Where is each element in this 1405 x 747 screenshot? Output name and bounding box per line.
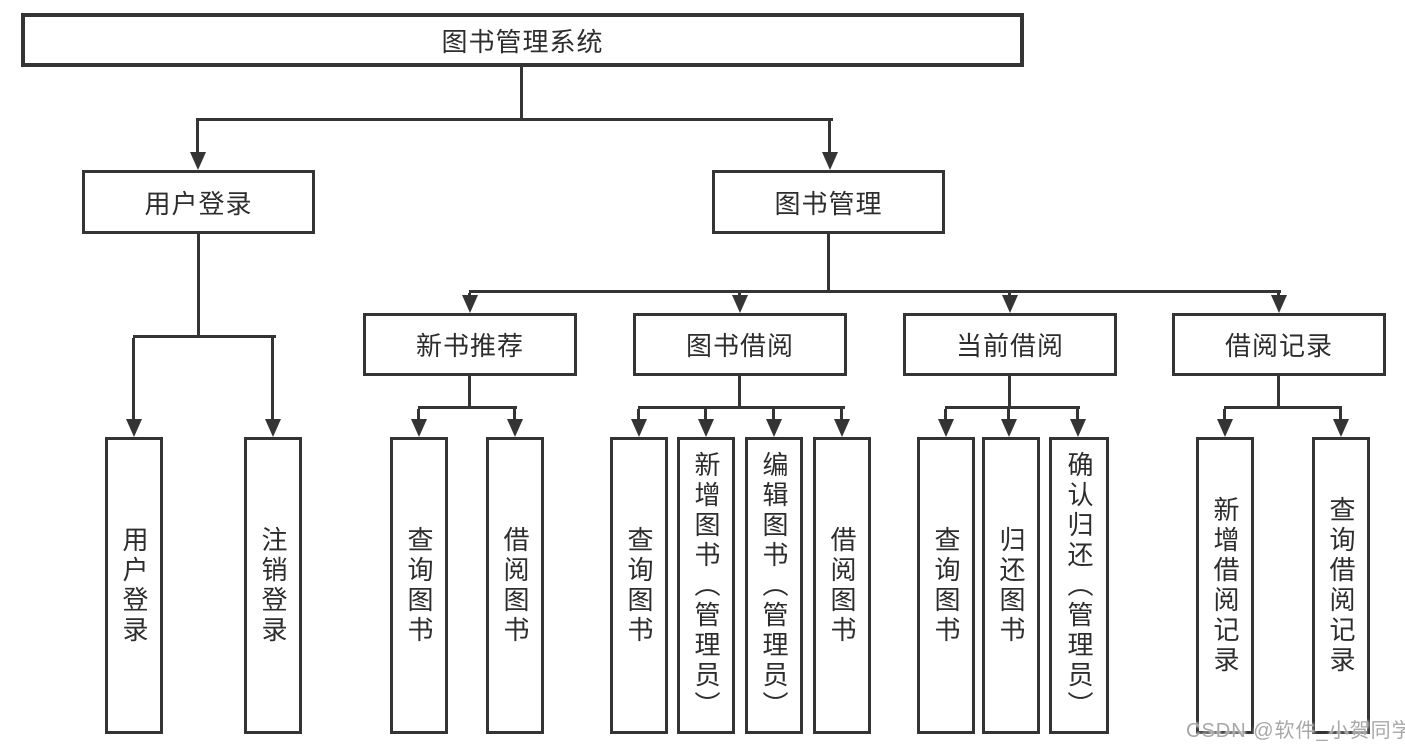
leaf-label: 编辑图书（管理员） — [759, 450, 789, 721]
leaf-label: 归还图书 — [996, 525, 1026, 646]
arrow-to-newbook-query — [417, 409, 420, 419]
node-book-borrowing: 图书借阅 — [633, 313, 847, 376]
connector-borrowing-hbar — [638, 406, 845, 409]
connector-user-login-stem — [197, 234, 200, 335]
connector-root-hbar — [196, 118, 833, 121]
connector-records-hbar — [1224, 406, 1342, 409]
arrow-to-leaf-user-login — [132, 338, 135, 419]
leaf-label: 借阅图书 — [827, 525, 857, 646]
arrow-to-leaf-logout — [271, 338, 274, 419]
connector-user-login-hbar — [133, 335, 276, 338]
arrow-to-borrowing-records — [1277, 293, 1280, 295]
leaf-logout: 注销登录 — [244, 437, 302, 734]
leaf-newbook-borrow-books: 借阅图书 — [486, 437, 544, 734]
watermark: CSDN @软件_小贺同学 — [1186, 720, 1405, 742]
arrow-to-borrowing-query — [637, 409, 640, 419]
leaf-label: 查询图书 — [931, 525, 961, 646]
connector-root-stem — [520, 67, 523, 118]
leaf-label: 新增借阅记录 — [1210, 495, 1240, 676]
connector-current-stem — [1008, 376, 1011, 406]
leaf-records-query-borrow-record: 查询借阅记录 — [1312, 437, 1370, 734]
arrow-to-user-login — [196, 121, 199, 152]
node-label: 借阅记录 — [1224, 331, 1333, 361]
leaf-borrowing-query-books: 查询图书 — [610, 437, 668, 734]
leaf-label: 新增图书（管理员） — [691, 450, 721, 721]
node-library-management-system: 图书管理系统 — [21, 13, 1024, 67]
leaf-current-query-books: 查询图书 — [917, 437, 975, 734]
node-label: 当前借阅 — [955, 331, 1064, 361]
arrow-to-current-query — [944, 409, 947, 419]
connector-book-management-stem — [827, 234, 830, 290]
leaf-current-confirm-return-admin: 确认归还（管理员） — [1049, 437, 1109, 734]
node-label: 图书借阅 — [685, 331, 794, 361]
leaf-borrowing-borrow-books: 借阅图书 — [813, 437, 871, 734]
leaf-label: 确认归还（管理员） — [1064, 450, 1094, 721]
leaf-label: 借阅图书 — [500, 525, 530, 646]
arrow-to-new-book-recommendation — [468, 293, 471, 295]
connector-records-stem — [1277, 376, 1280, 406]
arrow-to-newbook-borrow — [513, 409, 516, 419]
arrow-to-current-borrowing — [1008, 293, 1011, 295]
leaf-label: 用户登录 — [119, 525, 149, 646]
connector-book-management-hbar — [469, 290, 1281, 293]
connector-borrowing-stem — [738, 376, 741, 406]
leaf-label: 注销登录 — [258, 525, 288, 646]
arrow-to-records-add — [1223, 409, 1226, 419]
leaf-user-login: 用户登录 — [105, 437, 163, 734]
leaf-records-add-borrow-record: 新增借阅记录 — [1196, 437, 1254, 734]
node-label: 新书推荐 — [415, 331, 524, 361]
leaf-label: 查询借阅记录 — [1326, 495, 1356, 676]
arrow-to-borrowing-add — [704, 409, 707, 419]
leaf-label: 查询图书 — [404, 525, 434, 646]
leaf-current-return-books: 归还图书 — [982, 437, 1040, 734]
node-current-borrowing: 当前借阅 — [903, 313, 1117, 376]
leaf-borrowing-add-books-admin: 新增图书（管理员） — [677, 437, 735, 734]
connector-newbook-hbar — [418, 406, 517, 409]
arrow-to-book-management — [828, 121, 831, 152]
connector-newbook-stem — [468, 376, 471, 406]
arrow-to-records-query — [1339, 409, 1342, 419]
node-book-management: 图书管理 — [712, 170, 945, 234]
node-label: 图书管理系统 — [441, 26, 604, 57]
arrow-to-borrowing-edit — [772, 409, 775, 419]
node-borrowing-records: 借阅记录 — [1172, 313, 1386, 376]
arrow-to-current-return — [1007, 409, 1010, 419]
connector-current-hbar — [945, 406, 1080, 409]
leaf-newbook-query-books: 查询图书 — [390, 437, 448, 734]
node-label: 图书管理 — [774, 188, 883, 219]
node-new-book-recommendation: 新书推荐 — [363, 313, 577, 376]
leaf-borrowing-edit-books-admin: 编辑图书（管理员） — [745, 437, 803, 734]
arrow-to-current-confirm — [1076, 409, 1079, 419]
node-user-login: 用户登录 — [82, 170, 315, 234]
leaf-label: 查询图书 — [624, 525, 654, 646]
arrow-to-book-borrowing — [738, 293, 741, 295]
arrow-to-borrowing-borrow — [840, 409, 843, 419]
node-label: 用户登录 — [144, 188, 253, 219]
